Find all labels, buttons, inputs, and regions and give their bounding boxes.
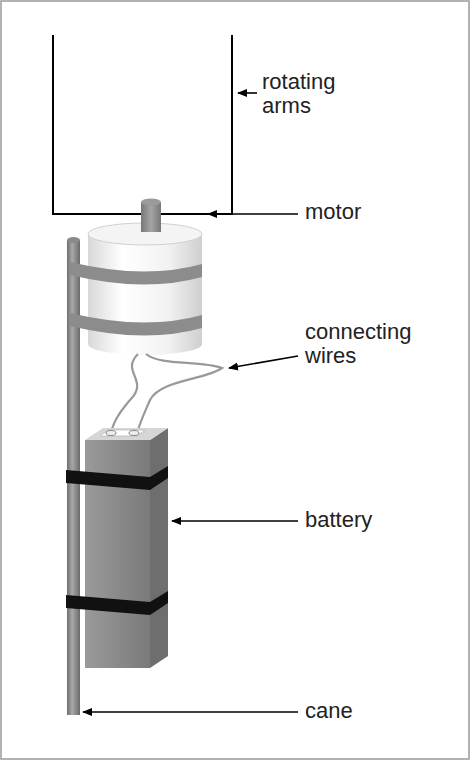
part-label: motor xyxy=(305,200,455,224)
part-label: rotating arms xyxy=(262,70,372,118)
motor xyxy=(70,223,202,355)
leader-arrows xyxy=(83,93,298,712)
part-label: connecting wires xyxy=(305,320,435,368)
rotating-arms xyxy=(53,35,232,214)
part-label: battery xyxy=(305,508,455,532)
connecting-wires xyxy=(110,354,222,438)
shaft xyxy=(141,199,161,233)
battery xyxy=(66,428,168,668)
part-label: cane xyxy=(305,699,455,723)
